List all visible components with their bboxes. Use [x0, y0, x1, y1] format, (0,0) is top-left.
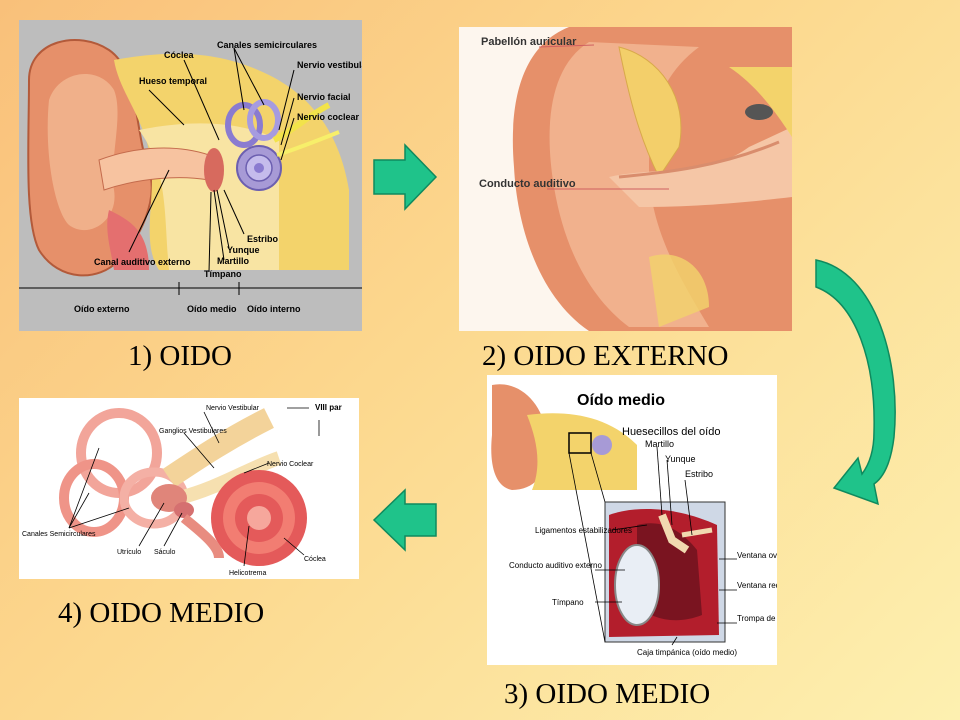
label-oido-externo: Oído externo: [74, 304, 130, 314]
label-title: Oído medio: [577, 392, 665, 409]
label-estribo: Estribo: [685, 469, 713, 479]
panel-oido-medio-3: Oído medio Huesecillos del oído Martillo…: [487, 375, 777, 665]
inner-ear-illustration: Nervio Vestibular VIII par Ganglios Vest…: [22, 403, 342, 577]
label-ventana-redonda: Ventana redonda: [737, 581, 777, 590]
label-martillo: Martillo: [217, 256, 250, 266]
label-yunque: Yunque: [227, 245, 260, 255]
label-utriculo: Utrículo: [117, 549, 141, 556]
label-hueso-temporal: Hueso temporal: [139, 76, 207, 86]
label-viii-par: VIII par: [315, 403, 342, 412]
label-helicotrema: Helicotrema: [229, 570, 266, 577]
label-nervio-vestibular: Nervio Vestibular: [206, 405, 260, 412]
label-coclea: Cóclea: [304, 556, 326, 563]
label-nervio-vestibular: Nervio vestibular: [297, 60, 362, 70]
label-saculo: Sáculo: [154, 549, 176, 556]
label-conducto: Conducto auditivo: [479, 178, 576, 190]
caption-oido-externo: 2) OIDO EXTERNO: [482, 340, 729, 372]
label-conducto: Conducto auditivo externo: [509, 561, 603, 570]
label-ligamentos: Ligamentos estabilizadores: [535, 526, 632, 535]
label-huesecillos: Huesecillos del oído: [622, 426, 720, 438]
label-nervio-coclear: Nervio coclear: [297, 112, 360, 122]
label-timpano: Tímpano: [552, 598, 584, 607]
outer-ear-illustration: Pabellón auricular Conducto auditivo: [479, 27, 792, 331]
label-pabellon: Pabellón auricular: [481, 36, 577, 48]
curved-arrow-down-icon: [815, 259, 896, 506]
label-ganglios: Ganglios Vestibulares: [159, 428, 227, 435]
label-nervio-facial: Nervio facial: [297, 92, 351, 102]
caption-oido: 1) OIDO: [128, 340, 232, 372]
caption-oido-medio-3: 3) OIDO MEDIO: [504, 678, 711, 710]
arrow-right-icon: [373, 143, 438, 211]
panel-oido-externo: Pabellón auricular Conducto auditivo: [459, 27, 792, 331]
label-canal-auditivo: Canal auditivo externo: [94, 257, 191, 267]
label-caja: Caja timpánica (oído medio): [637, 648, 737, 657]
ear-cross-section-illustration: Cóclea Canales semicirculares Nervio ves…: [19, 39, 362, 314]
caption-oido-medio-4: 4) OIDO MEDIO: [58, 597, 265, 629]
middle-ear-illustration: Oído medio Huesecillos del oído Martillo…: [491, 384, 777, 657]
panel-oido: Cóclea Canales semicirculares Nervio ves…: [19, 20, 362, 331]
label-estribo: Estribo: [247, 234, 279, 244]
label-nervio-coclear: Nervio Coclear: [267, 461, 314, 468]
label-yunque: Yunque: [665, 454, 696, 464]
panel-oido-medio-4: Nervio Vestibular VIII par Ganglios Vest…: [19, 398, 359, 579]
label-coclea: Cóclea: [164, 50, 195, 60]
label-trompa: Trompa de Eustaquio: [737, 614, 777, 623]
label-oido-medio: Oído medio: [187, 304, 237, 314]
label-oido-interno: Oído interno: [247, 304, 301, 314]
arrow-left-icon: [372, 488, 437, 552]
label-timpano: Tímpano: [204, 269, 242, 279]
label-ventana-oval: Ventana oval: [737, 551, 777, 560]
label-martillo: Martillo: [645, 439, 674, 449]
label-canales: Canales Semicirculares: [22, 531, 96, 538]
label-canales: Canales semicirculares: [217, 40, 317, 50]
